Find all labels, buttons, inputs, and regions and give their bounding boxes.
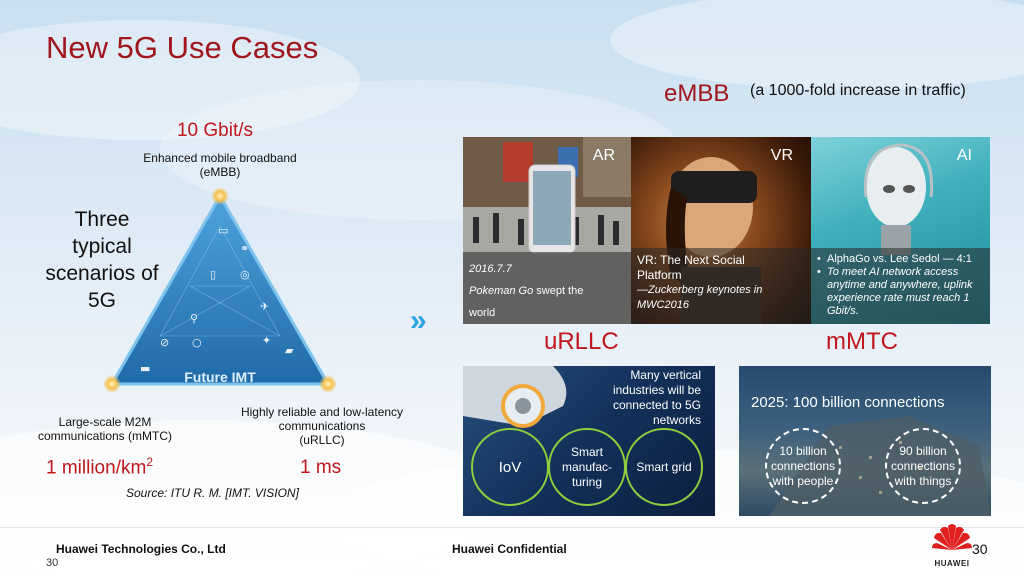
- svg-text:⚲: ⚲: [190, 312, 198, 325]
- mmtc-panel: 2025: 100 billion connections 10 billion…: [739, 366, 991, 516]
- urllc-latency-value: 1 ms: [300, 457, 342, 478]
- embb-heading: eMBB: [664, 80, 730, 107]
- svg-text:⚭: ⚭: [240, 242, 249, 255]
- footer-confidential: Huawei Confidential: [452, 542, 567, 556]
- svg-text:○: ○: [192, 336, 202, 349]
- smart-grid-circle: Smart grid: [625, 428, 703, 506]
- things-connections-circle: 90 billion connections with things: [885, 428, 961, 504]
- huawei-petal-icon: [932, 524, 972, 550]
- urllc-panel: Many vertical industries will be connect…: [463, 366, 715, 516]
- footer-page-number-right: 30: [972, 541, 988, 557]
- ar-panel: AR 2016.7.7 Pokeman Go swept the world: [463, 137, 631, 324]
- urllc-label: Highly reliable and low-latency communic…: [240, 405, 404, 447]
- ar-label: AR: [592, 147, 615, 164]
- iov-circle: IoV: [471, 428, 549, 506]
- mmtc-label: Large-scale M2M communications (mMTC): [37, 415, 172, 443]
- vr-label: VR: [770, 147, 793, 164]
- scenario-triangle: ▭ ⚭ ◎ ▯ ✈ ✦ ▰ ⚲ ○ ⊘ ▬: [103, 187, 337, 393]
- page-title: New 5G Use Cases: [46, 30, 319, 65]
- footer-divider: [0, 527, 1024, 528]
- embb-label: Enhanced mobile broadband (eMBB): [143, 151, 297, 179]
- footer-company: Huawei Technologies Co., Ltd: [56, 542, 226, 556]
- footer-page-number-left: 30: [46, 557, 59, 569]
- huawei-logo-text: HUAWEI: [934, 559, 970, 568]
- svg-text:▬: ▬: [140, 362, 150, 375]
- three-scenarios-text: Three typical scenarios of 5G: [45, 208, 159, 312]
- ai-label: AI: [956, 147, 972, 164]
- svg-text:▯: ▯: [210, 268, 216, 281]
- future-imt-label: Future IMT: [184, 369, 256, 385]
- svg-text:✦: ✦: [262, 334, 271, 347]
- robot-arm-image: [463, 366, 567, 428]
- mmtc-headline: 2025: 100 billion connections: [751, 394, 945, 411]
- svg-text:▭: ▭: [218, 224, 228, 237]
- svg-text:◎: ◎: [240, 268, 250, 281]
- svg-text:⊘: ⊘: [160, 336, 169, 349]
- smart-manufacturing-circle: Smart manufac- turing: [548, 428, 626, 506]
- mmtc-heading: mMTC: [826, 328, 898, 355]
- svg-text:✈: ✈: [260, 300, 269, 313]
- svg-text:▰: ▰: [285, 344, 294, 357]
- ai-panel: AI •AlphaGo vs. Lee Sedol — 4:1 • To mee…: [811, 137, 990, 324]
- embb-note: (a 1000-fold increase in traffic): [750, 82, 966, 99]
- huawei-logo: HUAWEI: [930, 520, 974, 568]
- ar-caption: 2016.7.7 Pokeman Go swept the world: [463, 252, 631, 324]
- urllc-heading: uRLLC: [544, 328, 619, 355]
- people-connections-circle: 10 billion connections with people: [765, 428, 841, 504]
- ai-caption: •AlphaGo vs. Lee Sedol — 4:1 • To meet A…: [811, 248, 990, 324]
- embb-speed-value: 10 Gbit/s: [176, 120, 254, 141]
- urllc-description: Many vertical industries will be connect…: [612, 368, 701, 427]
- source-note: Source: ITU R. M. [IMT. VISION]: [126, 486, 299, 500]
- mmtc-density-value: 1 million/km2: [46, 455, 153, 479]
- arrow-icon: »: [410, 304, 427, 337]
- vr-panel: VR VR: The Next Social Platform —Zuckerb…: [631, 137, 811, 324]
- vr-caption: VR: The Next Social Platform —Zuckerberg…: [631, 248, 811, 324]
